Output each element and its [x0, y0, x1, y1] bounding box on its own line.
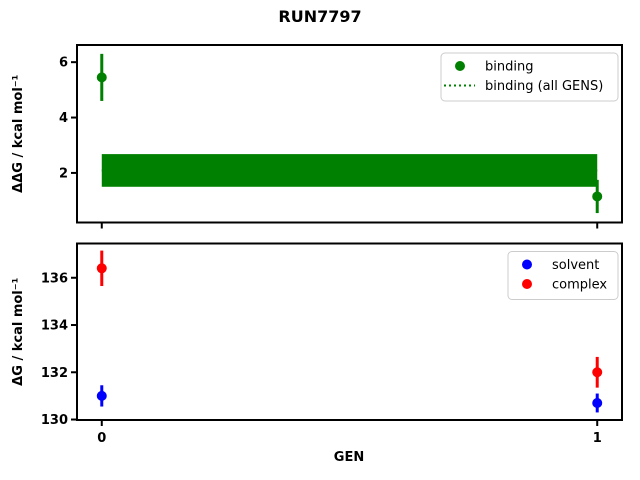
y-tick-label-132: 132	[41, 366, 68, 381]
legend-marker-solvent	[522, 259, 532, 270]
legend-box	[507, 251, 619, 300]
y-axis-label-0: ΔΔG / kcal mol⁻¹	[11, 75, 26, 193]
x-tick-label-0: 0	[97, 431, 106, 446]
data-point-binding-0	[96, 72, 107, 83]
y-tick-label-136: 136	[41, 271, 68, 286]
legend-box	[440, 52, 619, 102]
figure-suptitle: RUN7797	[278, 7, 361, 26]
y-tick-label-130: 130	[41, 413, 68, 428]
legend-label-complex: complex	[552, 278, 607, 293]
y-tick-label-6: 6	[59, 56, 68, 71]
legend: solvent complex	[507, 251, 619, 300]
x-tick-label-1: 1	[593, 431, 602, 446]
legend-label-binding (all GENS): binding (all GENS)	[485, 79, 603, 94]
data-point-solvent-0	[96, 390, 107, 401]
data-point-complex-0	[96, 263, 107, 274]
axes-frame	[76, 242, 623, 421]
data-point-complex-1	[592, 367, 603, 378]
data-point-solvent-1	[592, 397, 603, 408]
legend-label-solvent: solvent	[552, 258, 599, 273]
legend: binding binding (all GENS)	[440, 52, 619, 102]
legend-marker-complex	[522, 279, 532, 289]
axes-frame	[76, 44, 623, 224]
x-axis-label: GEN	[334, 450, 364, 465]
band-binding-all-gens	[101, 154, 598, 187]
bottom-subplot: 130 132 134 136 0 1 ΔG / kcal mol⁻¹ solvent comp…	[11, 242, 623, 446]
y-tick-label-134: 134	[41, 319, 68, 334]
y-tick-label-4: 4	[59, 111, 68, 126]
legend-label-binding: binding	[485, 60, 533, 75]
data-point-binding-1	[592, 191, 603, 202]
y-axis-label-1: ΔG / kcal mol⁻¹	[11, 278, 26, 386]
legend-marker-binding	[455, 61, 465, 71]
y-tick-label-2: 2	[59, 166, 68, 181]
